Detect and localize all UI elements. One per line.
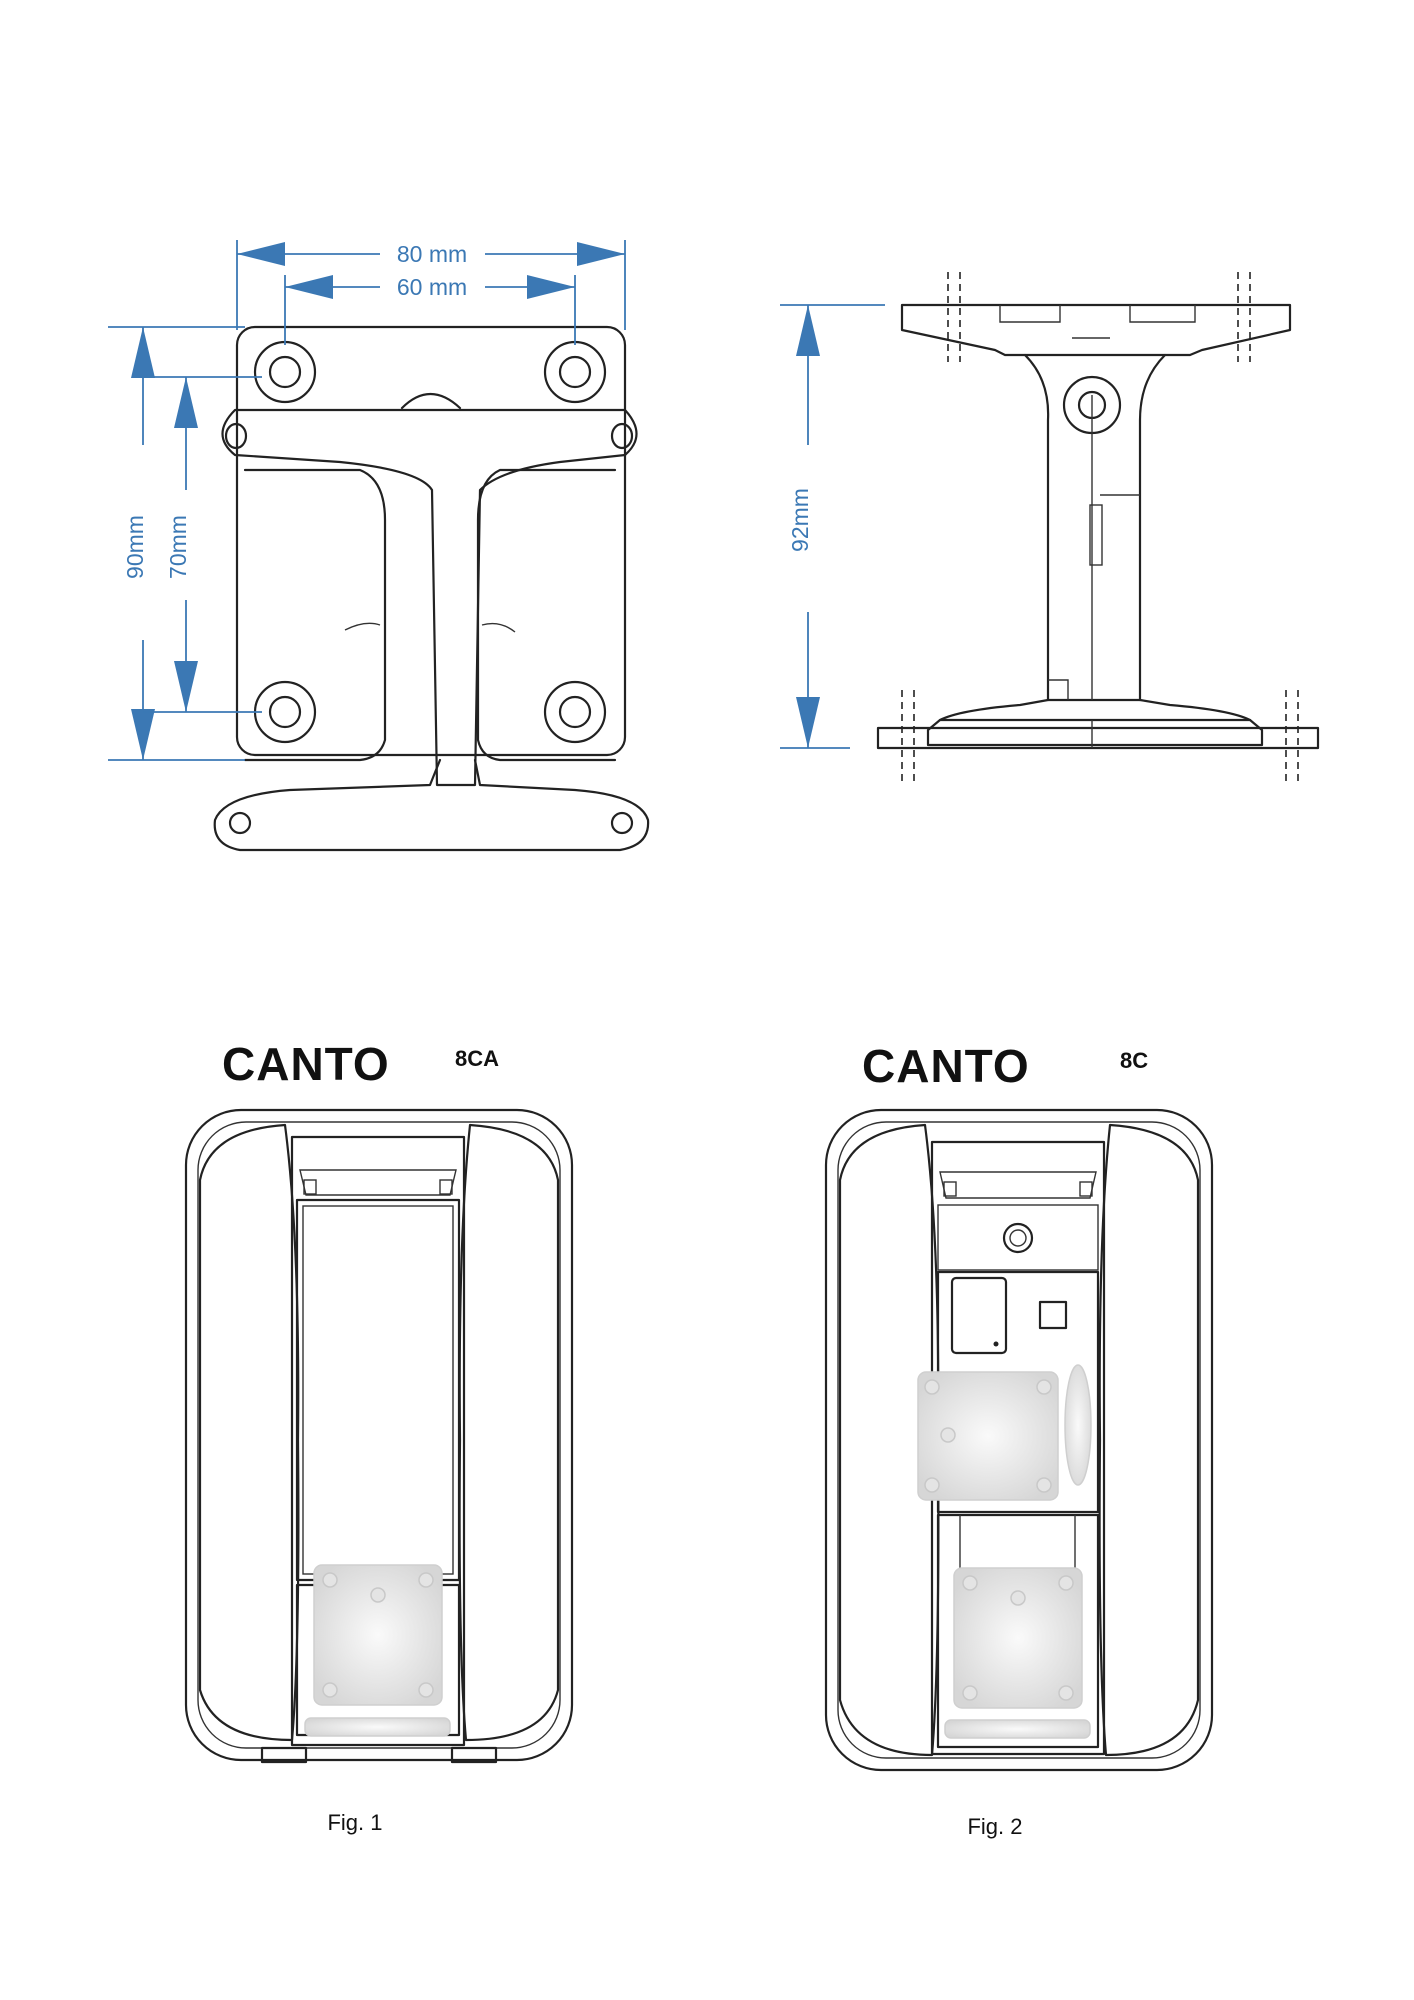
fig1-side-panel-left xyxy=(198,1123,300,1742)
side-base xyxy=(926,718,1264,747)
bracket-side-view: 92mm xyxy=(780,272,1320,785)
fig1-logo-model: 8CA xyxy=(455,1046,499,1071)
fig2-terminal xyxy=(1038,1300,1068,1330)
fig1-caption: Fig. 1 xyxy=(327,1810,382,1835)
fig2-logo-brand: CANTO xyxy=(862,1040,1030,1092)
mounting-hole-top-left xyxy=(253,340,317,404)
bracket-knob xyxy=(400,393,462,410)
side-top-plate xyxy=(900,303,1292,357)
figure-1-speaker-8ca: CANTO 8CA Fig. 1 xyxy=(184,1038,574,1835)
fig2-mount-plate-upper xyxy=(917,1364,1092,1501)
fig2-logo-model: 8C xyxy=(1120,1048,1148,1073)
dimension-width-inner: 60 mm xyxy=(284,274,576,345)
dimension-label-70mm: 70mm xyxy=(165,515,191,579)
bracket-panel-right xyxy=(476,468,617,762)
bracket-front-view: 80 mm 60 mm 90mm xyxy=(108,240,650,852)
figure-2-speaker-8c: CANTO 8C xyxy=(824,1040,1214,1839)
dimension-label-60mm: 60 mm xyxy=(397,274,467,300)
fig1-mount-plate xyxy=(304,1564,451,1737)
dimension-height-inner: 70mm xyxy=(143,376,262,713)
bracket-lower-arm xyxy=(213,758,650,852)
fig1-rear-channel xyxy=(290,1135,466,1747)
dimension-height-side: 92mm xyxy=(780,304,885,749)
fig2-label-plate xyxy=(950,1276,1008,1355)
fig1-rear-recess xyxy=(295,1198,461,1582)
fig1-logo-brand: CANTO xyxy=(222,1038,390,1090)
fig2-input-socket xyxy=(1002,1222,1034,1254)
fig1-side-panel-right xyxy=(458,1123,560,1742)
mounting-hole-bottom-left xyxy=(253,680,317,744)
fig2-mount-plate-lower xyxy=(944,1567,1091,1739)
dimension-width-outer: 80 mm xyxy=(236,240,626,330)
dimension-label-90mm: 90mm xyxy=(122,515,148,579)
fig2-side-panel-right xyxy=(1098,1123,1200,1757)
bracket-base-plate xyxy=(235,325,627,757)
fig2-lower-recess xyxy=(936,1513,1100,1749)
side-base-plate xyxy=(876,726,1320,750)
bracket-panel-left xyxy=(243,468,387,762)
fig2-cabinet xyxy=(824,1108,1214,1772)
dimension-label-80mm: 80 mm xyxy=(397,241,467,267)
dimension-height-outer: 90mm xyxy=(108,326,245,761)
side-column xyxy=(1023,353,1167,702)
bracket-upper-arm xyxy=(221,408,638,787)
mounting-hole-bottom-right xyxy=(543,680,607,744)
fig2-caption: Fig. 2 xyxy=(967,1814,1022,1839)
mounting-hole-top-right xyxy=(543,340,607,404)
fig1-cabinet xyxy=(184,1108,574,1762)
dimension-label-92mm: 92mm xyxy=(787,488,813,552)
